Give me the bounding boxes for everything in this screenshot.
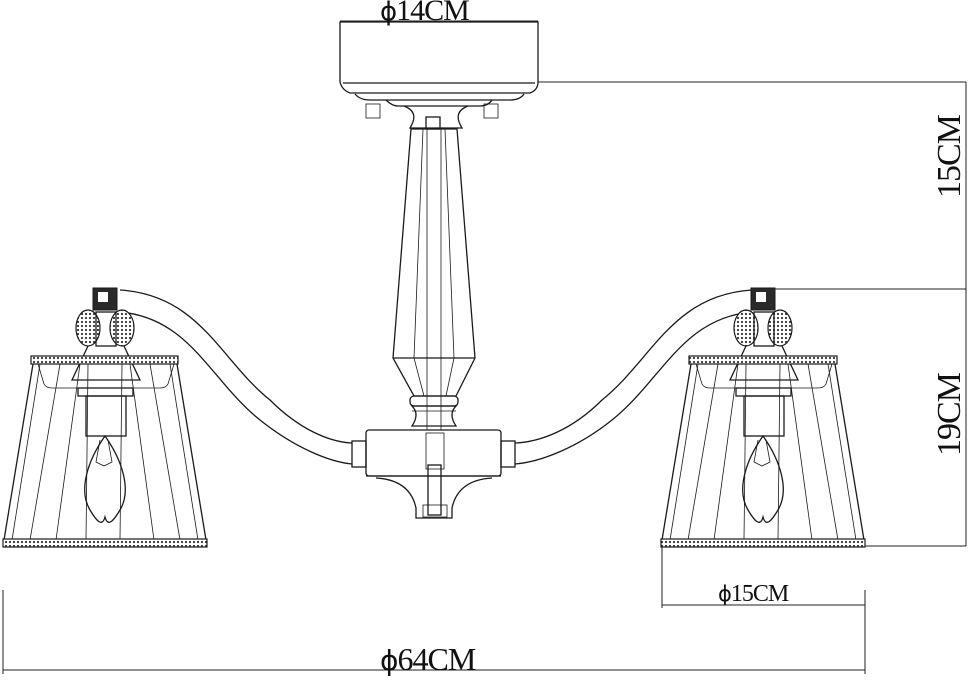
lamp-height-label: 19CM: [931, 373, 968, 456]
curved-arm-left: [119, 289, 353, 465]
hub: [351, 429, 516, 519]
shade-diameter-label: ϕ15CM: [718, 581, 789, 607]
overall-diameter-label: ϕ64CM: [380, 641, 476, 677]
lamp-shade-right: [660, 287, 866, 548]
candle-bulb-right: [742, 434, 784, 523]
ceiling-canopy: [339, 21, 539, 130]
dimension-lines: [2, 20, 967, 674]
central-stem: [392, 128, 476, 430]
canopy-diameter-label: ϕ14CM: [380, 0, 470, 27]
curved-arm-right: [514, 289, 753, 465]
canopy-height-label: 15CM: [931, 115, 968, 198]
lamp-shade-left: [2, 287, 208, 548]
candle-bulb-left: [84, 434, 126, 523]
